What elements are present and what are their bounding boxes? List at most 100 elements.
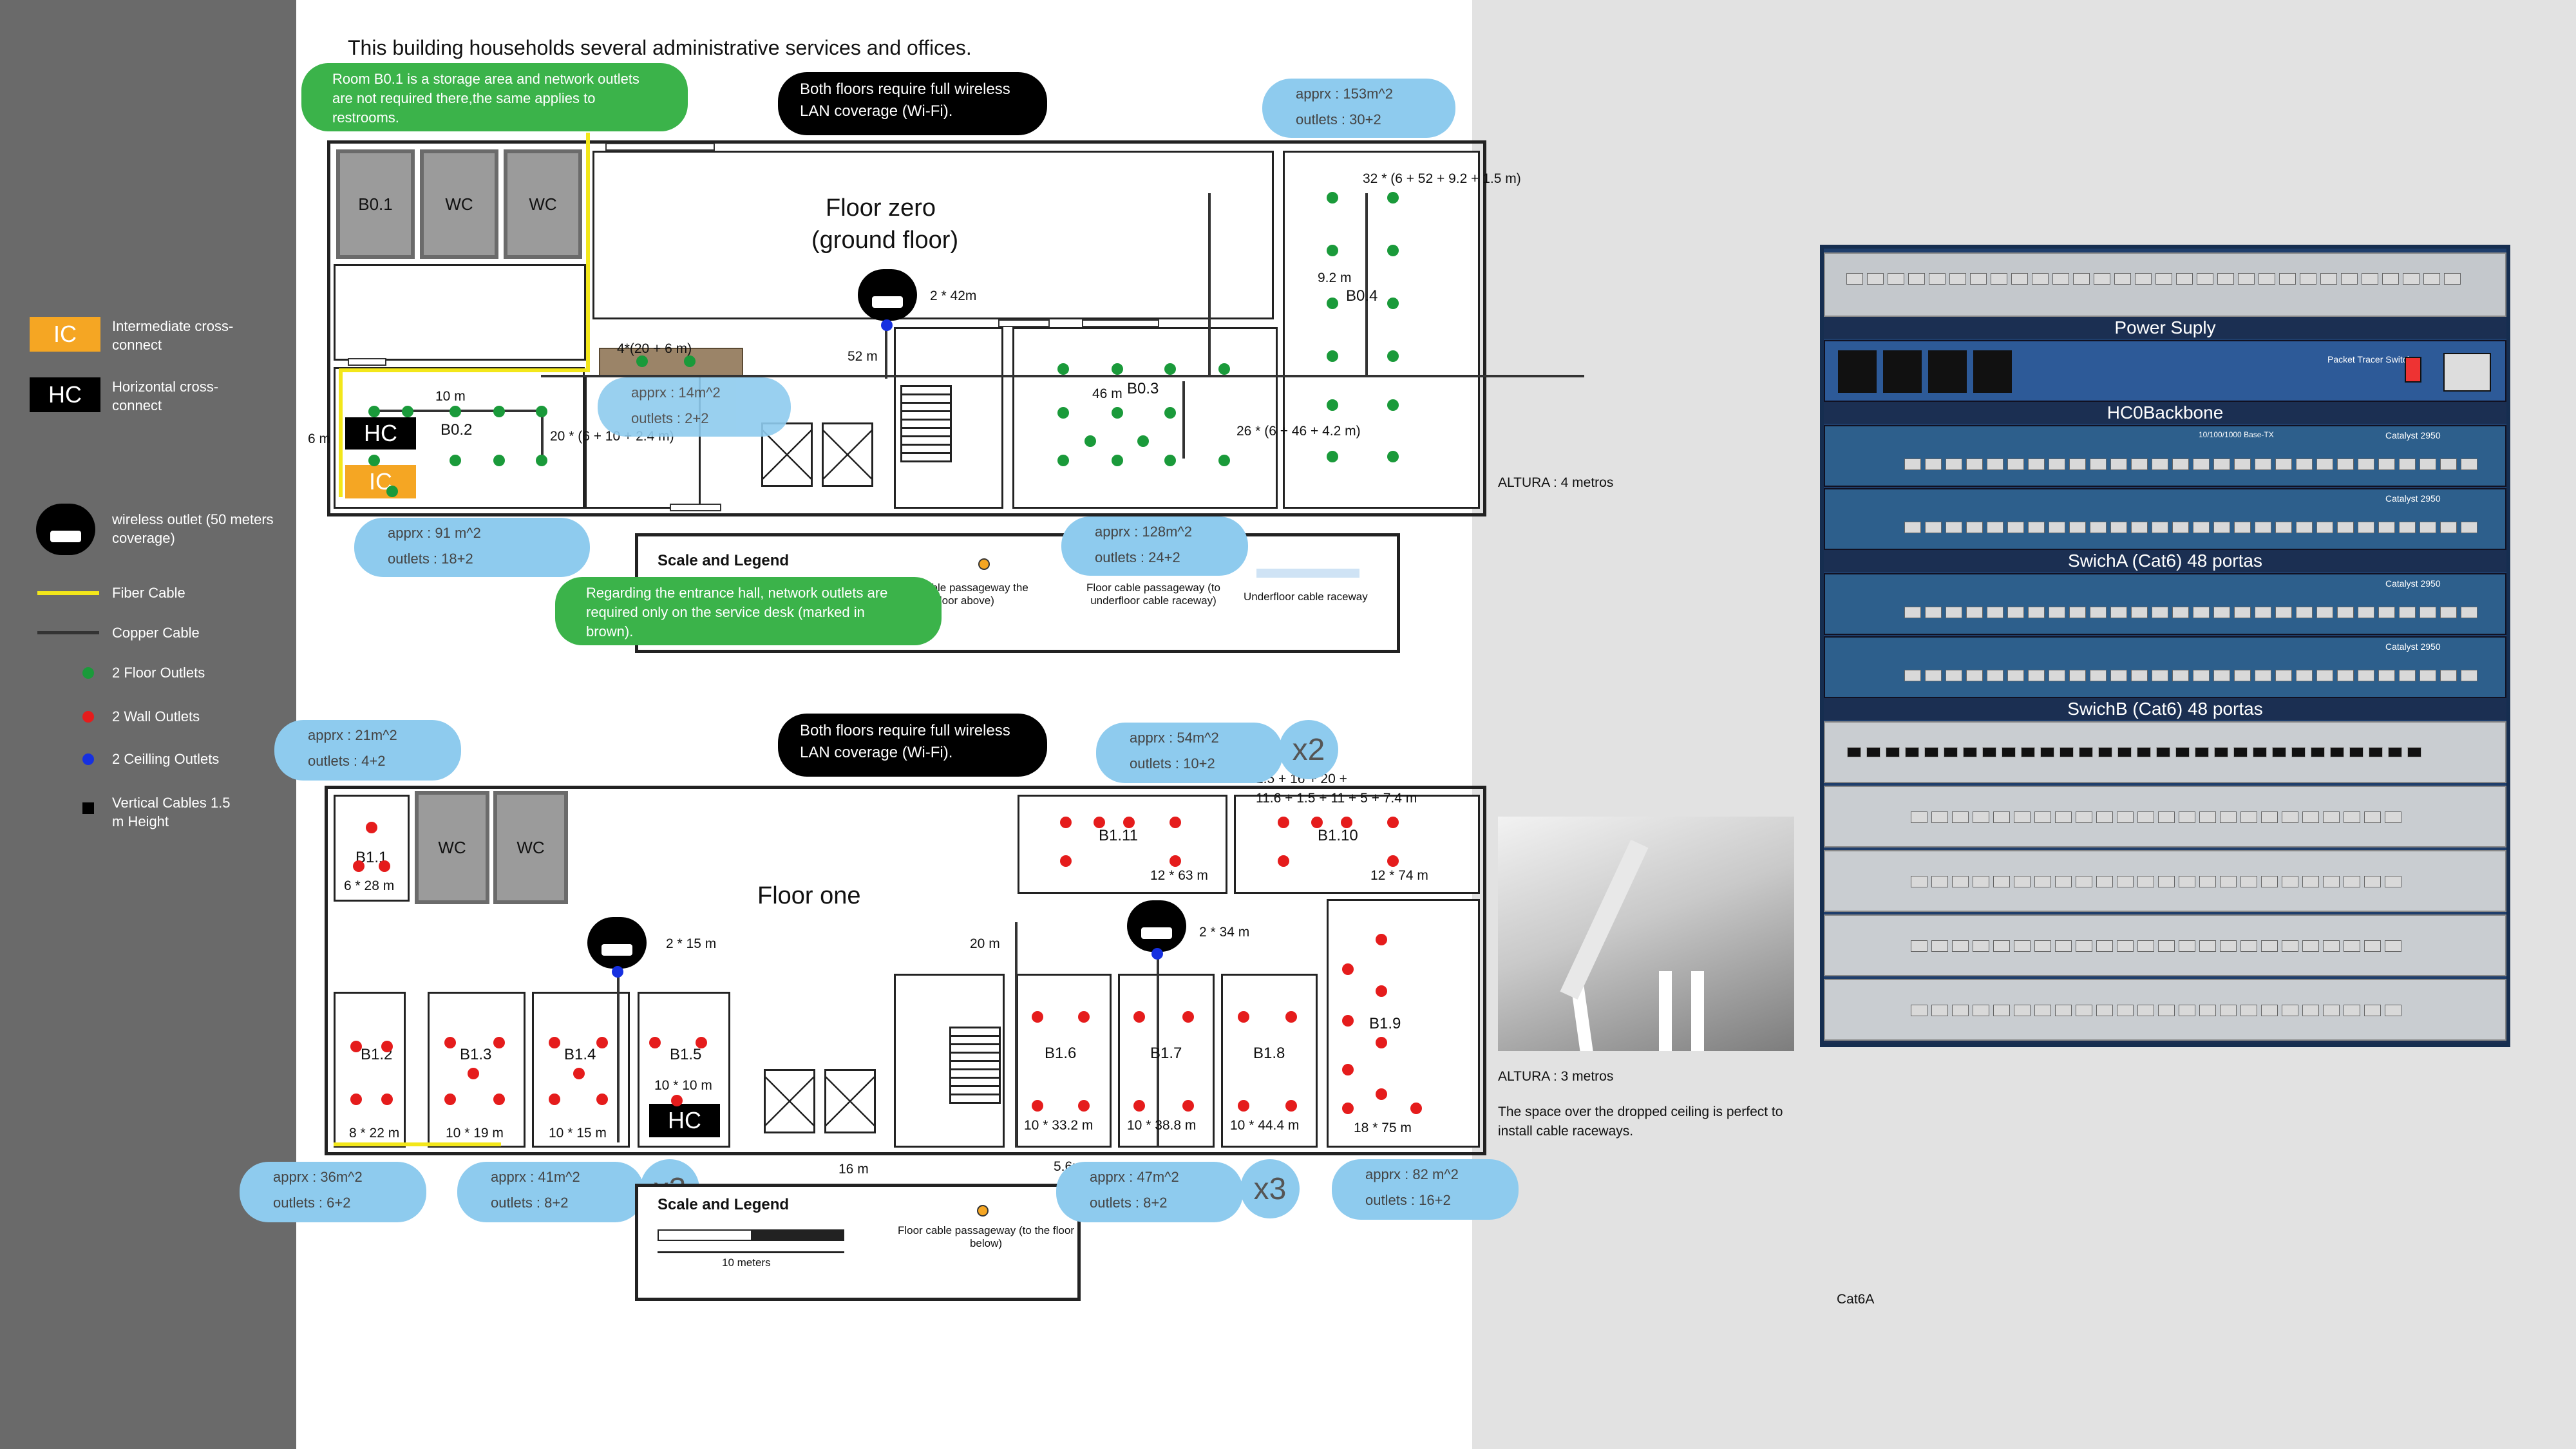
wall-outlet: [549, 1037, 560, 1048]
wall-outlet: [1133, 1100, 1145, 1112]
patch-panel-2: [1824, 850, 2506, 912]
floor1-scale-label: 10 meters: [722, 1256, 771, 1269]
ic-legend-swatch: IC: [30, 317, 100, 352]
floor-outlet: [1327, 192, 1338, 204]
floor1-b11-outlets: outlets : 4+2: [308, 753, 386, 769]
switch-model-label: Catalyst 2950: [2385, 578, 2441, 589]
wall-outlet: [1285, 1011, 1297, 1023]
floor0-room-b02: B0.2: [440, 421, 473, 439]
floor1-b13-cable: 10 * 19 m: [446, 1126, 504, 1141]
floor-outlet: [386, 486, 398, 497]
floor0-copper-cable: [1365, 193, 1368, 375]
wall-outlet: [1278, 817, 1289, 828]
floor0-legend-title: Scale and Legend: [658, 552, 790, 569]
ceiling-outlet-legend-label: 2 Ceilling Outlets: [112, 751, 220, 767]
floor0-outline: [327, 140, 1486, 516]
wall-outlet: [1410, 1103, 1422, 1114]
floor-outlet: [1327, 245, 1338, 256]
switch-b-label-bar: SwichB (Cat6) 48 portas: [1824, 698, 2506, 720]
floor1-b1618-outlets: outlets : 8+2: [1090, 1195, 1168, 1211]
floor1-room-b111: B1.11: [1099, 827, 1138, 844]
switch-model-label: Catalyst 2950: [2385, 493, 2441, 504]
floor-outlet: [1327, 298, 1338, 309]
wall-outlet: [1032, 1011, 1043, 1023]
floor-outlet: [536, 406, 547, 417]
floor0-fiber-cable: [586, 133, 590, 371]
floor1-b110-cable: 12 * 74 m: [1370, 868, 1428, 883]
floor1-b18-cable: 10 * 44.4 m: [1230, 1118, 1300, 1133]
page-title: This building households several adminis…: [348, 36, 972, 59]
floor0-door: [605, 143, 715, 151]
fiber-legend-label: Fiber Cable: [112, 585, 185, 601]
floor-outlet: [1084, 435, 1096, 447]
floor1-ap2-cable: 2 * 34 m: [1199, 925, 1250, 940]
floor1-title: Floor one: [757, 882, 861, 909]
wall-outlet: [381, 1094, 393, 1105]
switch-b-unit-2: Catalyst 2950: [1824, 636, 2506, 698]
floor1-legend-item: Floor cable passageway (to the floor bel…: [897, 1224, 1075, 1249]
floor1-x2-badge: x2: [1279, 720, 1338, 779]
floor1-b12-area-pill: apprx : 36m^2 outlets : 6+2: [240, 1162, 426, 1222]
wall-outlet: [1376, 1037, 1387, 1048]
floor-outlet: [536, 455, 547, 466]
floor1-outline: [325, 786, 1486, 1155]
floor1-scale-bar: [658, 1229, 844, 1241]
wall-outlet: [1170, 855, 1181, 867]
floor1-b11-room: [334, 795, 410, 902]
ceiling-note: The space over the dropped ceiling is pe…: [1498, 1104, 1783, 1139]
floor0-room-wc2: WC: [504, 149, 582, 259]
floor-outlet: [450, 455, 461, 466]
floor-outlet: [1387, 298, 1399, 309]
floor1-b11-area: apprx : 21m^2: [308, 727, 397, 743]
floor1-b1011-area: apprx : 54m^2: [1130, 730, 1219, 746]
floor1-hc-box: HC: [649, 1104, 720, 1137]
wall-outlet: [444, 1037, 456, 1048]
wall-outlet: [1278, 855, 1289, 867]
power-switch-icon[interactable]: [2405, 357, 2421, 383]
wall-outlet: [1182, 1100, 1194, 1112]
ceiling-outlet-icon: [1151, 948, 1163, 960]
floor0-run-10: 10 m: [435, 389, 466, 404]
wall-outlet: [1376, 985, 1387, 997]
floor0-hall-area-pill: apprx : 14m^2 outlets : 2+2: [598, 377, 791, 437]
floor0-door: [1082, 319, 1159, 327]
altura-3m-label: ALTURA : 3 metros: [1498, 1069, 1614, 1084]
floor1-copper-cable: [617, 969, 620, 1142]
floor0-title: Floor zero: [826, 194, 936, 222]
floor1-room-b15: B1.5: [670, 1046, 702, 1063]
wall-outlet: [696, 1037, 707, 1048]
wall-outlet: [596, 1094, 608, 1105]
wall-outlet: [1311, 817, 1323, 828]
switch-model-label: Catalyst 2950: [2385, 430, 2441, 440]
wall-outlet: [1078, 1011, 1090, 1023]
floor1-b16-cable: 10 * 33.2 m: [1024, 1118, 1094, 1133]
floor1-b16-room: [1016, 974, 1112, 1148]
wall-outlet: [549, 1094, 560, 1105]
floor1-b17-room: [1118, 974, 1215, 1148]
wall-outlet: [493, 1094, 505, 1105]
floor0-room-b03: B0.3: [1127, 380, 1159, 397]
altura-4m-label: ALTURA : 4 metros: [1498, 475, 1614, 490]
rack-top-panel: [1824, 252, 2506, 317]
floor1-b11-cable: 6 * 28 m: [344, 878, 395, 893]
floor0-storage-note: Room B0.1 is a storage area and network …: [301, 63, 688, 131]
floor0-hall-area: apprx : 14m^2: [631, 384, 721, 401]
floor1-b1315-outlets: outlets : 8+2: [491, 1195, 569, 1211]
wall-outlet: [1078, 1100, 1090, 1112]
floor-outlet: [1112, 407, 1123, 419]
wall-outlet: [1342, 1103, 1354, 1114]
floor-outlet: [1327, 350, 1338, 362]
floor0-copper-cable: [1182, 381, 1185, 459]
floor1-legend-title: Scale and Legend: [658, 1196, 790, 1213]
wall-outlet: [573, 1068, 585, 1079]
floor1-run-16: 16 m: [838, 1162, 869, 1177]
switch-ports-label: 10/100/1000 Base-TX: [2199, 430, 2274, 439]
copper-legend-label: Copper Cable: [112, 625, 200, 641]
floor-outlet: [636, 355, 648, 367]
psu-module: [1973, 350, 2012, 393]
floor-outlet: [1164, 455, 1176, 466]
wall-outlet: [1123, 817, 1135, 828]
floor-outlet: [1057, 455, 1069, 466]
wall-outlet: [1060, 855, 1072, 867]
floor0-b04-area-pill: apprx : 153m^2 outlets : 30+2: [1262, 79, 1455, 138]
